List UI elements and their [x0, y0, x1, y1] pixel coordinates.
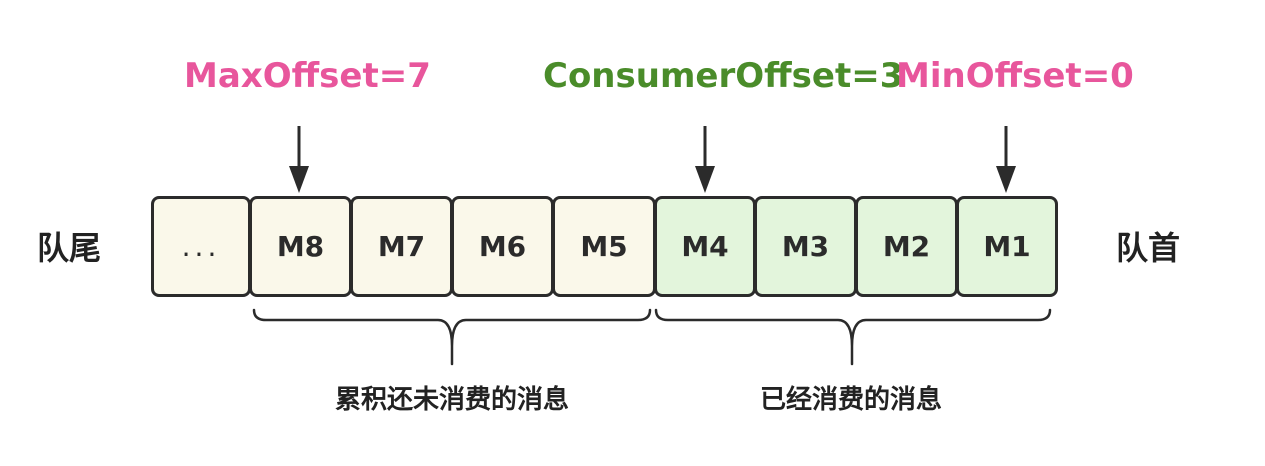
queue-cell-m5: M5 [552, 196, 656, 297]
consumed-messages-label: 已经消费的消息 [760, 385, 943, 415]
consumed-brace [654, 308, 1052, 366]
queue-cell-ellipsis: ... [151, 196, 251, 297]
queue-tail-label: 队尾 [37, 229, 102, 267]
queue-cell-m6: M6 [451, 196, 554, 297]
pending-messages-label: 累积还未消费的消息 [335, 385, 570, 415]
consumer-offset-arrow [695, 126, 715, 193]
queue-cell-m8: M8 [249, 196, 352, 297]
queue-cell-m4: M4 [654, 196, 756, 297]
min-offset-label: MinOffset=0 [896, 56, 1134, 96]
max-offset-arrow [289, 126, 309, 193]
queue-head-label: 队首 [1116, 229, 1181, 267]
max-offset-label: MaxOffset=7 [184, 56, 431, 96]
min-offset-arrow [996, 126, 1016, 193]
queue-cell-m3: M3 [754, 196, 857, 297]
queue-cell-m1: M1 [956, 196, 1058, 297]
queue-cell-m7: M7 [350, 196, 453, 297]
queue-cell-m2: M2 [855, 196, 958, 297]
pending-brace [252, 308, 652, 366]
consumer-offset-label: ConsumerOffset=3 [543, 56, 904, 96]
